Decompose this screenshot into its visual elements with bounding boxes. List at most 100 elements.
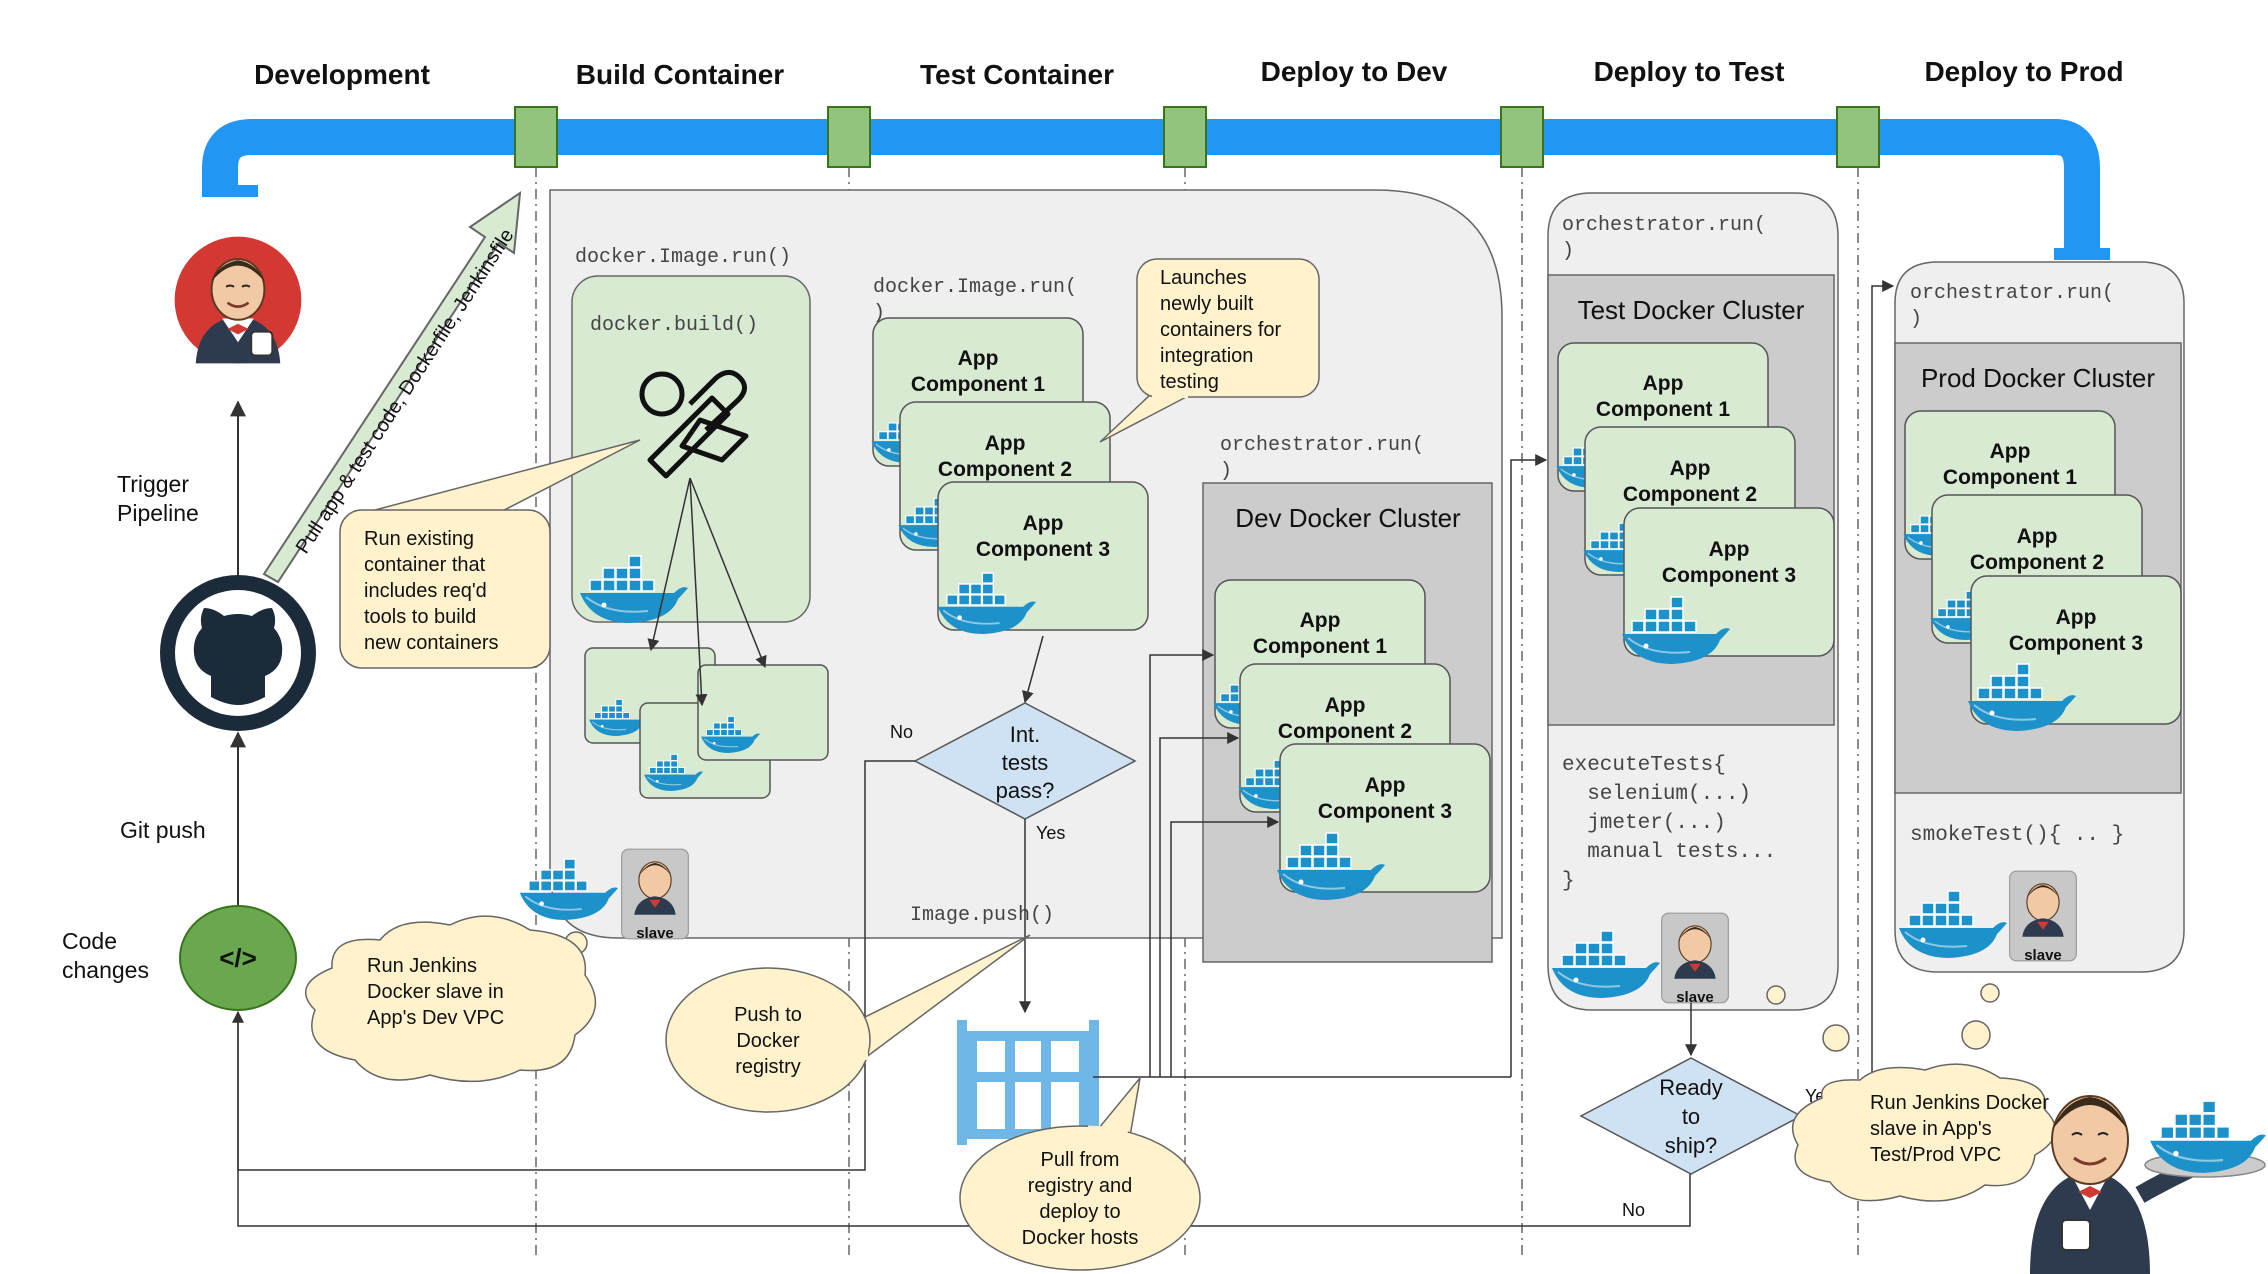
docker-build-code: docker.build() bbox=[590, 314, 758, 337]
build-note-line2: container that bbox=[364, 554, 486, 576]
build-run-code: docker.Image.run() bbox=[575, 246, 791, 269]
test-orch-code-line2: ) bbox=[1562, 240, 1574, 263]
prod-component-1-line2: Component 1 bbox=[1943, 466, 2077, 489]
exec-tests-line2: selenium(...) bbox=[1562, 783, 1751, 806]
stage-gates bbox=[514, 106, 1880, 168]
prod-component-2-line2: Component 2 bbox=[1970, 551, 2104, 574]
build-note-line5: new containers bbox=[364, 632, 499, 654]
test-orch-code-line1: orchestrator.run( bbox=[1562, 214, 1766, 237]
push-note-line2: Docker bbox=[736, 1030, 800, 1052]
testenv-component-1-line2: Component 1 bbox=[1596, 398, 1730, 421]
exec-tests-line5: } bbox=[1562, 870, 1575, 893]
registry-note-line4: Docker hosts bbox=[1022, 1227, 1139, 1249]
dev-component-3-line2: Component 3 bbox=[1318, 800, 1452, 823]
build-note-line1: Run existing bbox=[364, 528, 474, 550]
prod-components: App Component 1 App Component 2 App Comp… bbox=[1902, 410, 2182, 732]
jenkins-butler-icon bbox=[2030, 1095, 2266, 1274]
dev-slave-note-line3: App's Dev VPC bbox=[367, 1007, 504, 1029]
int-tests-line1: Int. bbox=[1010, 722, 1041, 747]
push-note-bubble: Push to Docker registry bbox=[665, 934, 1031, 1113]
jenkins-master-icon bbox=[173, 235, 303, 365]
int-tests-yes-label: Yes bbox=[1036, 823, 1065, 843]
smoke-test-code: smokeTest(){ .. } bbox=[1910, 824, 2124, 847]
test-to-decision-arrow bbox=[1022, 635, 1044, 704]
test-note-line2: newly built bbox=[1160, 293, 1254, 315]
ready-ship-line2: to bbox=[1682, 1104, 1700, 1129]
registry-note-line3: deploy to bbox=[1039, 1201, 1120, 1223]
int-tests-no-label: No bbox=[890, 722, 913, 742]
test-component-1-line2: Component 1 bbox=[911, 373, 1045, 396]
test-component-3-line2: Component 3 bbox=[976, 538, 1110, 561]
testenv-component-2-line1: App bbox=[1670, 457, 1711, 480]
testenv-component-3-line2: Component 3 bbox=[1662, 564, 1796, 587]
build-note-line3: includes req'd bbox=[364, 580, 487, 602]
trigger-label-line1: Trigger bbox=[117, 471, 189, 497]
test-note-line5: testing bbox=[1160, 371, 1219, 393]
code-changes-label-line2: changes bbox=[62, 957, 149, 983]
testenv-component-1-line1: App bbox=[1643, 372, 1684, 395]
int-tests-line2: tests bbox=[1002, 750, 1048, 775]
prod-component-2-line1: App bbox=[2017, 525, 2058, 548]
push-note-line1: Push to bbox=[734, 1004, 802, 1026]
dev-component-1-line2: Component 1 bbox=[1253, 635, 1387, 658]
stage-title-build: Build Container bbox=[576, 59, 785, 90]
dev-components: App Component 1 App Component 2 App Comp… bbox=[1212, 579, 1491, 901]
dev-slave-cloud bbox=[305, 915, 597, 1083]
pipeline-pipe bbox=[202, 119, 2110, 260]
exec-tests-line3: jmeter(...) bbox=[1562, 812, 1726, 835]
test-cluster-title: Test Docker Cluster bbox=[1578, 295, 1805, 325]
flow-connectors bbox=[232, 280, 1895, 1227]
build-note-callout: Run existing container that includes req… bbox=[339, 439, 641, 669]
prod-note-line2: slave in App's bbox=[1870, 1118, 1992, 1140]
test-slave-label: slave bbox=[1676, 989, 1714, 1006]
test-component-2-line1: App bbox=[985, 432, 1026, 455]
code-changes-icon: </> bbox=[179, 905, 297, 1011]
ready-to-ship-decision bbox=[1579, 1057, 1803, 1175]
dev-slave-label: slave bbox=[636, 925, 674, 942]
build-note-line4: tools to build bbox=[364, 606, 476, 628]
prod-component-1-line1: App bbox=[1990, 440, 2031, 463]
ready-ship-line1: Ready bbox=[1659, 1075, 1723, 1100]
test-components: App Component 1 App Component 2 App Comp… bbox=[870, 317, 1149, 635]
registry-note-bubble: Pull from registry and deploy to Docker … bbox=[959, 1075, 1201, 1271]
int-tests-line3: pass? bbox=[996, 778, 1055, 803]
testenv-component-3-line1: App bbox=[1709, 538, 1750, 561]
test-note-line1: Launches bbox=[1160, 267, 1247, 289]
registry-note-line1: Pull from bbox=[1041, 1149, 1120, 1171]
prod-note-line1: Run Jenkins Docker bbox=[1870, 1092, 2049, 1114]
ready-ship-line3: ship? bbox=[1665, 1133, 1718, 1158]
code-icon-text: </> bbox=[219, 943, 257, 973]
test-component-2-line2: Component 2 bbox=[938, 458, 1072, 481]
github-icon bbox=[160, 575, 316, 731]
test-component-1-line1: App bbox=[958, 347, 999, 370]
prod-slave-label: slave bbox=[2024, 947, 2062, 964]
prod-component-3-line2: Component 3 bbox=[2009, 632, 2143, 655]
prod-slave-cloud bbox=[1766, 983, 2057, 1202]
built-containers bbox=[584, 647, 829, 799]
dev-slave-note-line1: Run Jenkins bbox=[367, 955, 477, 977]
dev-orch-code-line2: ) bbox=[1220, 460, 1232, 483]
prod-cluster-title: Prod Docker Cluster bbox=[1921, 363, 2155, 393]
prod-orch-code-line1: orchestrator.run( bbox=[1910, 282, 2114, 305]
push-note-line3: registry bbox=[735, 1056, 801, 1078]
dev-component-3-line1: App bbox=[1365, 774, 1406, 797]
stage-title-deploy-prod: Deploy to Prod bbox=[1924, 56, 2123, 87]
test-component-3-line1: App bbox=[1023, 512, 1064, 535]
git-push-label: Git push bbox=[120, 817, 206, 843]
trigger-label-line2: Pipeline bbox=[117, 500, 199, 526]
exec-tests-line4: manual tests... bbox=[1562, 841, 1776, 864]
testenv-components: App Component 1 App Component 2 App Comp… bbox=[1555, 342, 1835, 665]
stage-title-deploy-test: Deploy to Test bbox=[1594, 56, 1785, 87]
prod-note-line3: Test/Prod VPC bbox=[1870, 1144, 2001, 1166]
stage-title-test: Test Container bbox=[920, 59, 1114, 90]
dev-component-2-line1: App bbox=[1325, 694, 1366, 717]
ready-ship-no-label: No bbox=[1622, 1200, 1645, 1220]
build-tools-icon bbox=[639, 370, 749, 479]
test-note-line3: containers for bbox=[1160, 319, 1282, 341]
stage-title-deploy-dev: Deploy to Dev bbox=[1261, 56, 1448, 87]
build-output-arrows bbox=[647, 477, 767, 707]
prod-orch-code-line2: ) bbox=[1910, 308, 1922, 331]
dev-orch-code-line1: orchestrator.run( bbox=[1220, 434, 1424, 457]
